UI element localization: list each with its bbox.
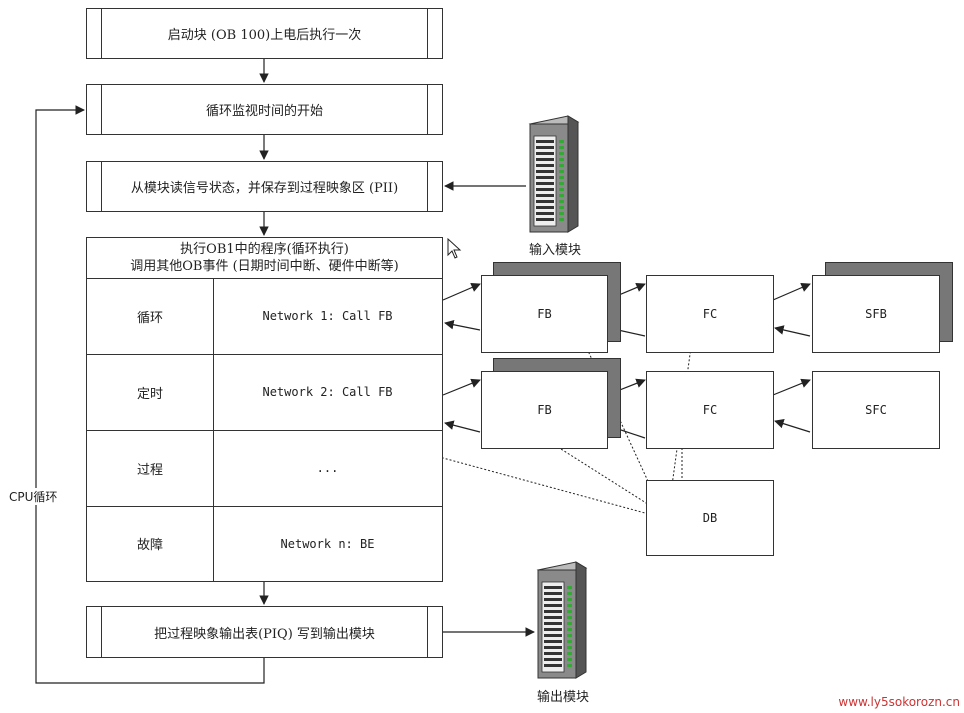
ob1-block: 执行OB1中的程序(循环执行) 调用其他OB事件 (日期时间中断、硬件中断等) … (86, 237, 443, 582)
ob1-row-label: 过程 (87, 430, 214, 506)
ob1-row-label: 循环 (87, 278, 214, 354)
ob1-row-label: 故障 (87, 506, 214, 581)
startup-step: 启动块 (OB 100)上电后执行一次 (86, 8, 443, 59)
fb-block: FB (481, 275, 608, 353)
fb-block: FB (481, 371, 608, 449)
cpu-cycle-label: CPU循环 (8, 488, 59, 505)
ob1-header: 执行OB1中的程序(循环执行) 调用其他OB事件 (日期时间中断、硬件中断等) (87, 238, 442, 279)
ob1-header-line2: 调用其他OB事件 (日期时间中断、硬件中断等) (130, 259, 399, 274)
db-block: DB (646, 480, 774, 556)
write-outputs-step: 把过程映象输出表(PIQ) 写到输出模块 (86, 606, 443, 658)
read-inputs-step-label: 从模块读信号状态，并保存到过程映象区 (PII) (130, 181, 399, 196)
output-module-icon (536, 561, 588, 679)
read-inputs-step: 从模块读信号状态，并保存到过程映象区 (PII) (86, 161, 443, 212)
write-outputs-step-label: 把过程映象输出表(PIQ) 写到输出模块 (154, 626, 375, 642)
ob1-row: 故障 Network n: BE (87, 506, 442, 581)
sfb-block: SFB (812, 275, 940, 353)
cycle-start-step: 循环监视时间的开始 (86, 84, 443, 135)
ob1-row-content: Network 2: Call FB (262, 385, 393, 399)
cpu-cycle-loop (35, 105, 265, 684)
fc-block: FC (646, 371, 774, 449)
ob1-row: 定时 Network 2: Call FB (87, 354, 442, 431)
ob1-row-content: ... (316, 461, 339, 475)
sfc-block: SFC (812, 371, 940, 449)
input-module-icon (528, 115, 580, 233)
ob1-header-line1: 执行OB1中的程序(循环执行) (180, 242, 349, 257)
ob1-row-label: 定时 (87, 354, 214, 430)
ob1-row-content: Network n: BE (280, 536, 375, 551)
fc-block: FC (646, 275, 774, 353)
input-module-label: 输入模块 (529, 243, 582, 258)
watermark: www.ly5sokorozn.cn (838, 695, 960, 709)
mouse-cursor-icon (447, 238, 462, 259)
output-module-label: 输出模块 (537, 690, 590, 705)
startup-step-label: 启动块 (OB 100)上电后执行一次 (167, 28, 362, 43)
ob1-row-content: Network 1: Call FB (262, 309, 393, 323)
ob1-row: 过程 ... (87, 430, 442, 507)
cycle-start-step-label: 循环监视时间的开始 (205, 104, 323, 119)
ob1-row: 循环 Network 1: Call FB (87, 278, 442, 355)
